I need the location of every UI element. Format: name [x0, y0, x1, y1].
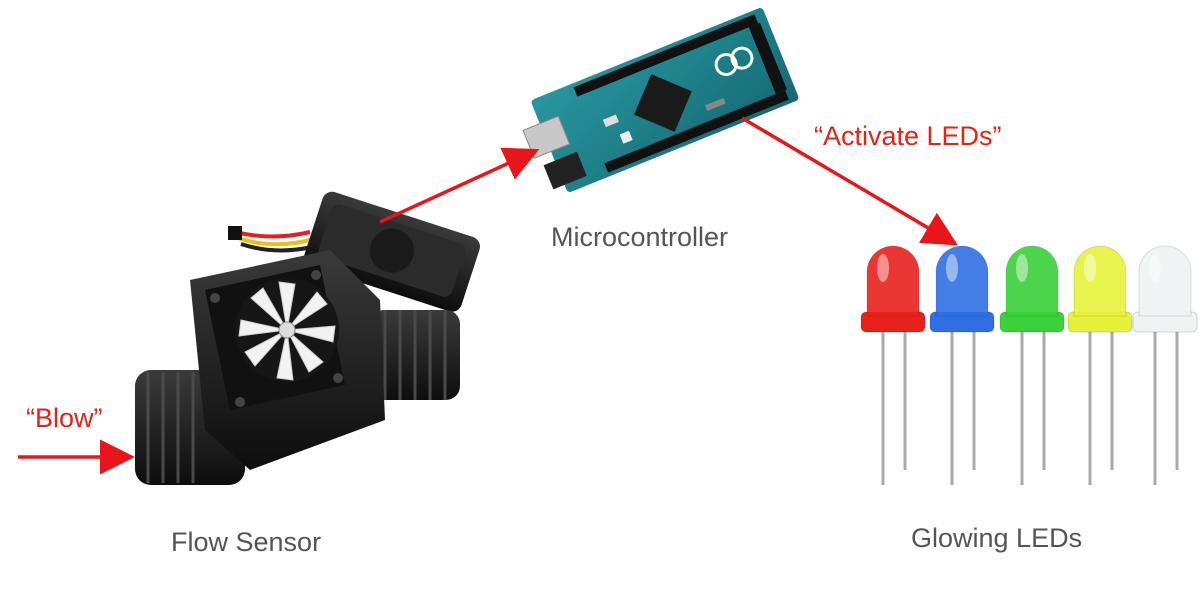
- sensor-to-microcontroller-arrow: [379, 147, 540, 224]
- microcontroller-label: Microcontroller: [551, 222, 729, 252]
- blow-annotation: “Blow”: [26, 403, 103, 433]
- microcontroller-to-leds-arrow: [741, 116, 959, 246]
- glowing-leds-label: Glowing LEDs: [911, 523, 1083, 553]
- flow-sensor-image: [135, 191, 480, 485]
- microcontroller-image: [522, 8, 799, 192]
- led-white: [1132, 245, 1198, 485]
- led-red: [860, 245, 926, 485]
- leds-image: [860, 245, 1198, 485]
- led-blue: [929, 245, 995, 485]
- led-green: [999, 245, 1065, 485]
- flow-sensor-label: Flow Sensor: [171, 527, 322, 557]
- activate-leds-annotation: “Activate LEDs”: [814, 121, 1002, 151]
- led-yellow: [1067, 245, 1133, 485]
